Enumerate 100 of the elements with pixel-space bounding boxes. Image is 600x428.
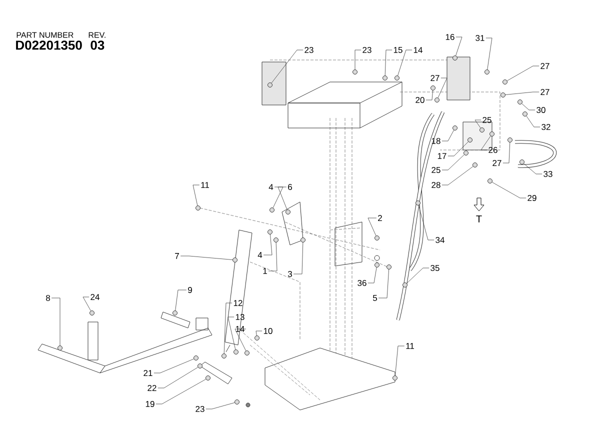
fitting-part — [198, 363, 202, 368]
leader-line — [154, 358, 194, 374]
leader-line — [206, 402, 235, 410]
fitting-part — [490, 132, 494, 136]
fitting-part — [520, 160, 524, 164]
callout-number: 14 — [414, 47, 422, 53]
callout-number: 24 — [90, 294, 100, 300]
callout-number: 34 — [436, 236, 444, 243]
leader-line — [448, 142, 468, 156]
callout-number: 21 — [144, 370, 152, 376]
callout-number: 32 — [542, 124, 550, 130]
callout-number: 2 — [378, 215, 382, 221]
leader-line — [442, 166, 474, 186]
leader-line — [158, 367, 198, 388]
leader-line — [263, 234, 272, 256]
leader-line — [180, 256, 233, 260]
callout-number: 26 — [488, 147, 498, 153]
fitting-part — [196, 206, 200, 210]
leader-line — [368, 218, 377, 236]
leader-line — [506, 66, 540, 81]
fitting-part — [484, 70, 490, 74]
leader-line — [524, 163, 542, 174]
leader-line — [228, 316, 236, 350]
callout-number: 18 — [432, 138, 440, 144]
leader-line — [175, 290, 187, 311]
fitting-part — [452, 126, 458, 130]
fitting-part — [374, 262, 380, 268]
callout-number: 8 — [46, 294, 50, 301]
leader-line — [442, 154, 464, 170]
callout-number: 10 — [264, 328, 272, 334]
leader-line — [368, 267, 377, 284]
revision-caption: REV. — [88, 32, 106, 38]
fitting-part — [472, 162, 478, 168]
fitting-part — [352, 70, 358, 74]
callout-number: 6 — [288, 184, 292, 190]
callout-number: 29 — [528, 194, 536, 201]
fitting-part — [232, 258, 238, 262]
leader-line — [82, 296, 91, 311]
callout-number: 23 — [362, 47, 372, 53]
leader-line — [522, 103, 536, 110]
leader-line — [256, 330, 262, 336]
fitting-part — [416, 200, 420, 206]
callout-number: 25 — [482, 117, 492, 123]
leader-line — [272, 186, 284, 208]
leader-line — [293, 242, 304, 274]
fitting-part — [286, 209, 290, 214]
leader-line — [354, 50, 362, 70]
callout-number: 23 — [196, 406, 204, 412]
fitting-part — [300, 238, 306, 242]
leader-line — [526, 116, 540, 128]
fitting-part — [268, 229, 272, 234]
fitting-part — [392, 375, 398, 380]
callout-number: 25 — [432, 167, 440, 173]
fitting-part — [172, 310, 178, 316]
leader-line — [505, 92, 540, 95]
fitting-part — [394, 76, 400, 80]
callout-number: 35 — [430, 264, 440, 271]
leader-line — [271, 50, 304, 84]
leader-line — [502, 142, 510, 164]
leader-line — [426, 90, 433, 100]
leader-line — [486, 38, 492, 70]
callout-number: 30 — [536, 107, 546, 113]
callout-number: 16 — [446, 34, 454, 40]
fitting-part — [206, 375, 210, 380]
callout-number: 1 — [263, 268, 267, 274]
fitting-part — [234, 399, 240, 404]
port-label: T — [476, 216, 482, 222]
leader-line — [234, 328, 246, 351]
callout-number: 7 — [175, 253, 179, 259]
fitting-part — [222, 353, 226, 358]
fitting-part — [502, 80, 508, 84]
callout-number: 9 — [188, 286, 192, 293]
fitting-part — [268, 82, 272, 88]
callout-number: 11 — [201, 182, 209, 188]
fitting-part — [58, 345, 62, 350]
fitting-part — [274, 238, 278, 242]
leader-line — [442, 130, 454, 142]
leader-line — [268, 242, 278, 272]
leader-line — [156, 379, 206, 404]
leader-line — [378, 269, 390, 298]
fitting-part — [522, 112, 528, 116]
fitting-part — [464, 150, 468, 156]
leader-line — [224, 302, 232, 354]
leader-line — [395, 346, 405, 376]
callout-number: 5 — [372, 295, 378, 301]
callout-number: 23 — [304, 47, 314, 53]
fitting-part — [270, 208, 274, 212]
leader-line — [278, 186, 288, 210]
fitting-part — [480, 128, 484, 132]
callout-number: 36 — [358, 280, 366, 286]
fitting-part — [468, 138, 472, 142]
callout-number: 33 — [544, 171, 552, 177]
callout-number: 4 — [258, 252, 262, 258]
leader-line — [418, 205, 434, 240]
fitting-part — [430, 86, 436, 90]
fitting-part — [434, 98, 440, 102]
callout-number: 27 — [430, 75, 440, 81]
fitting-part — [90, 310, 94, 316]
fitting-part — [386, 264, 392, 270]
leader-line — [456, 36, 462, 56]
